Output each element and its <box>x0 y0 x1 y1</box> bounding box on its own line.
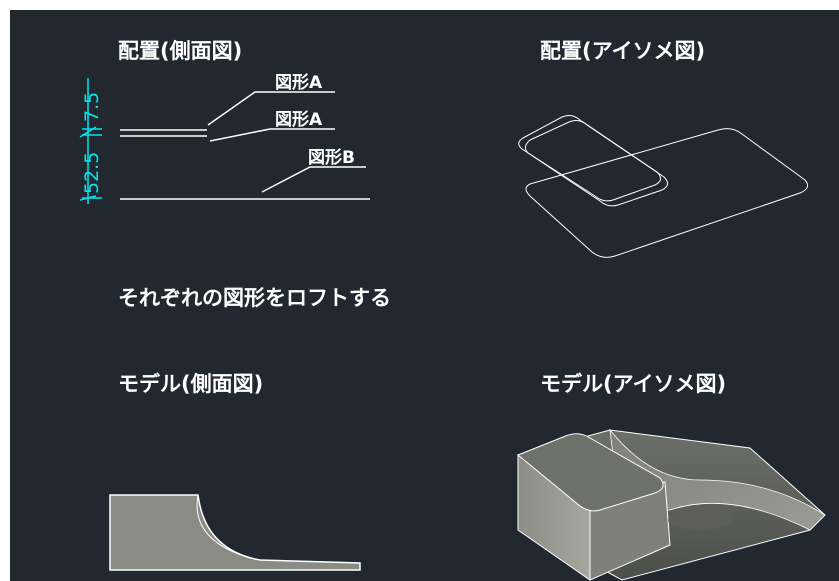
iso-model-caption: モデル(アイソメ図) <box>540 372 727 396</box>
shape-a-outline-upper <box>518 115 661 202</box>
side-layout-drawing: 7.5 52.5 図形A 図形A 図形B <box>79 72 370 204</box>
side-model-caption: モデル(側面図) <box>118 372 264 396</box>
dimension-tick <box>79 126 97 138</box>
iso-layout-caption: 配置(アイソメ図) <box>540 39 706 63</box>
dimension-group <box>79 78 102 204</box>
dimension-label-upper: 7.5 <box>81 92 103 122</box>
iso-layout-drawing <box>518 115 809 258</box>
instruction-caption: それぞれの図形をロフトする <box>118 286 391 310</box>
iso-model-drawing <box>517 428 826 581</box>
side-model-drawing <box>109 494 361 571</box>
callout-leader-b <box>261 166 366 193</box>
dimension-tick <box>79 195 97 201</box>
shape-b-outline <box>525 128 809 258</box>
side-model-edge <box>196 494 251 559</box>
callout-shape-a-lower: 図形A <box>275 109 323 130</box>
side-layout-caption: 配置(側面図) <box>118 39 243 63</box>
shape-a-outline-lower <box>524 120 668 207</box>
cad-viewport: 配置(側面図) 配置(アイソメ図) それぞれの図形をロフトする モデル(側面図)… <box>10 10 839 581</box>
dimension-label-lower: 52.5 <box>81 152 103 194</box>
callout-shape-a-top: 図形A <box>275 72 323 93</box>
callout-shape-b: 図形B <box>308 147 355 168</box>
iso-model-dip <box>668 510 732 530</box>
side-model-solid <box>109 494 361 571</box>
callout-leader-a2 <box>209 128 335 142</box>
iso-model-block-top <box>517 433 664 512</box>
callout-leader-a1 <box>207 91 335 126</box>
